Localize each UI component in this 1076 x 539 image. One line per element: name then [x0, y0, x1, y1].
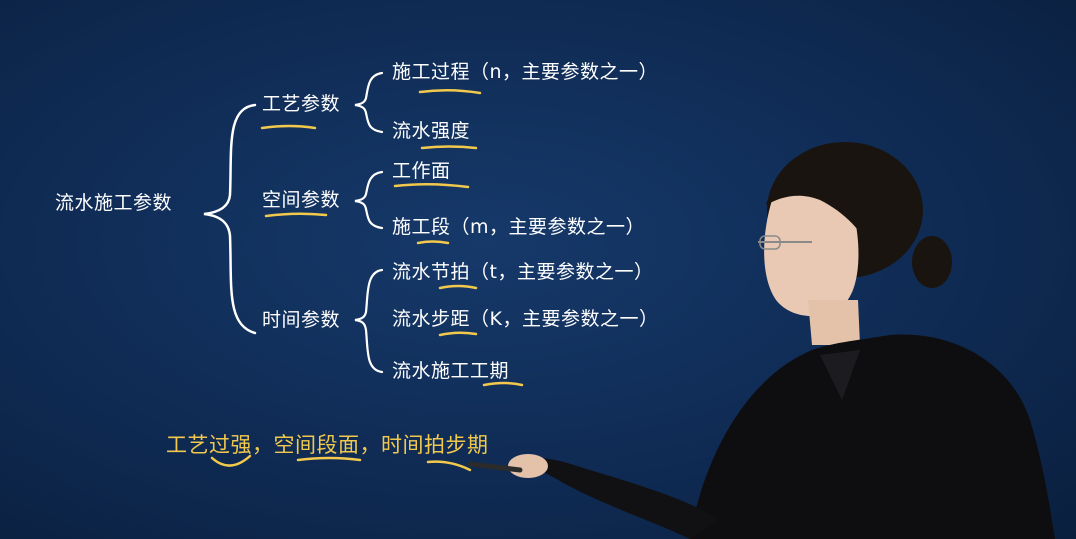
group-label-process: 工艺参数: [262, 93, 341, 115]
item-flow-intensity: 流水强度: [392, 120, 471, 142]
item-process-count: 施工过程（n，主要参数之一）: [392, 61, 659, 83]
group-brace-3: [354, 268, 384, 374]
group-label-space: 空间参数: [262, 189, 341, 211]
group-label-time: 时间参数: [262, 309, 341, 331]
group-brace-1: [354, 71, 384, 134]
root-brace: [203, 103, 257, 335]
root-label: 流水施工参数: [55, 192, 173, 214]
item-work-face: 工作面: [392, 160, 451, 182]
group-brace-2: [354, 170, 384, 230]
item-flow-beat: 流水节拍（t，主要参数之一）: [392, 261, 654, 283]
item-flow-step: 流水步距（K，主要参数之一）: [392, 308, 659, 330]
underline-marks: [210, 89, 524, 472]
mnemonic-text: 工艺过强，空间段面，时间拍步期: [166, 433, 489, 457]
item-construction-section: 施工段（m，主要参数之一）: [392, 216, 646, 238]
item-flow-duration: 流水施工工期: [392, 360, 510, 382]
